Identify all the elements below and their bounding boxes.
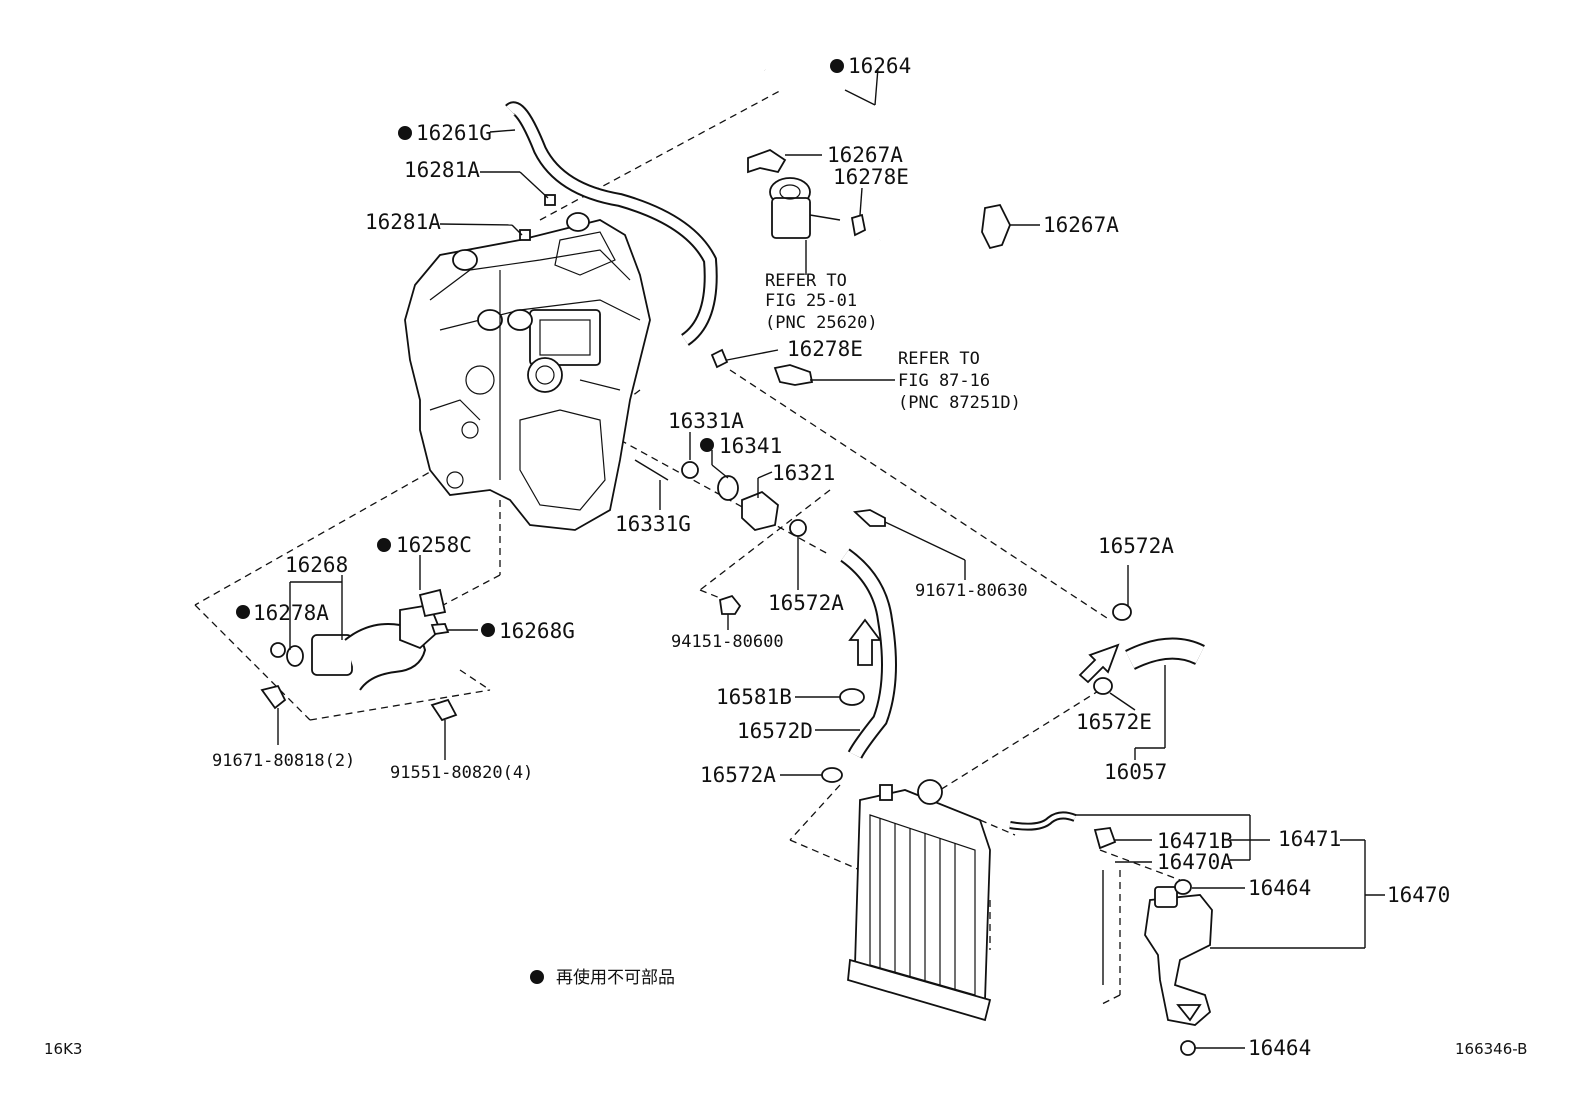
part-labels: 16264 16261G 16281A 16281A 16267A 16278E…: [212, 54, 1450, 1060]
label-16278E-lower[interactable]: 16278E: [787, 337, 863, 361]
label-16572A-right[interactable]: 16572A: [1098, 534, 1174, 558]
label-16581B[interactable]: 16581B: [716, 685, 792, 709]
reservoir-tank-illustration: [1093, 827, 1213, 1056]
label-16331G[interactable]: 16331G: [615, 512, 691, 536]
label-16464-upper[interactable]: 16464: [1248, 876, 1311, 900]
label-16321[interactable]: 16321: [772, 461, 835, 485]
small-parts: [260, 148, 1132, 783]
footer-left-code: 16K3: [44, 1040, 82, 1058]
hoses: [505, 39, 1205, 831]
label-16258C[interactable]: 16258C: [396, 533, 472, 557]
radiator-illustration: [847, 779, 992, 1022]
label-16331A[interactable]: 16331A: [668, 409, 744, 433]
label-16278A[interactable]: 16278A: [253, 601, 329, 625]
label-16261G[interactable]: 16261G: [416, 121, 492, 145]
label-16572D[interactable]: 16572D: [737, 719, 813, 743]
ref-87-16-line2: FIG 87-16: [898, 371, 990, 391]
label-16278E-upper[interactable]: 16278E: [833, 165, 909, 189]
leader-lines: [277, 67, 1385, 1049]
label-16470[interactable]: 16470: [1387, 883, 1450, 907]
ref-25-01-line1: REFER TO: [765, 271, 847, 291]
label-16268G[interactable]: 16268G: [499, 619, 575, 643]
label-16267A-right[interactable]: 16267A: [1043, 213, 1119, 237]
label-16264[interactable]: 16264: [848, 54, 911, 78]
engine-block-illustration: [404, 212, 651, 531]
label-91671-80630[interactable]: 91671-80630: [915, 581, 1028, 601]
label-16267A-left[interactable]: 16267A: [827, 143, 903, 167]
guide-lines: [194, 79, 1181, 1006]
label-16470A[interactable]: 16470A: [1157, 850, 1233, 874]
legend-non-reusable-text: 再使用不可部品: [556, 967, 675, 988]
label-91551-80820[interactable]: 91551-80820(4): [390, 763, 533, 783]
ref-25-01-line2: FIG 25-01: [765, 291, 857, 311]
label-16471[interactable]: 16471: [1278, 827, 1341, 851]
ref-87-16-line1: REFER TO: [898, 349, 980, 369]
non-reusable-markers: [236, 59, 844, 984]
reference-notes: REFER TO FIG 25-01 (PNC 25620) REFER TO …: [765, 271, 1021, 413]
label-16281A-upper[interactable]: 16281A: [404, 158, 480, 182]
label-16268[interactable]: 16268: [285, 553, 348, 577]
footer-right-code: 166346-B: [1455, 1040, 1527, 1058]
ref-87-16-line3: (PNC 87251D): [898, 393, 1021, 413]
label-16464-lower[interactable]: 16464: [1248, 1036, 1311, 1060]
label-16471B[interactable]: 16471B: [1157, 829, 1233, 853]
label-16341[interactable]: 16341: [719, 434, 782, 458]
label-16572A-lower[interactable]: 16572A: [700, 763, 776, 787]
label-91671-80818[interactable]: 91671-80818(2): [212, 751, 355, 771]
label-16572A-middle[interactable]: 16572A: [768, 591, 844, 615]
label-16281A-lower[interactable]: 16281A: [365, 210, 441, 234]
label-16572E[interactable]: 16572E: [1076, 710, 1152, 734]
ref-25-01-line3: (PNC 25620): [765, 313, 878, 333]
label-94151-80600[interactable]: 94151-80600: [671, 632, 784, 652]
label-16057[interactable]: 16057: [1104, 760, 1167, 784]
